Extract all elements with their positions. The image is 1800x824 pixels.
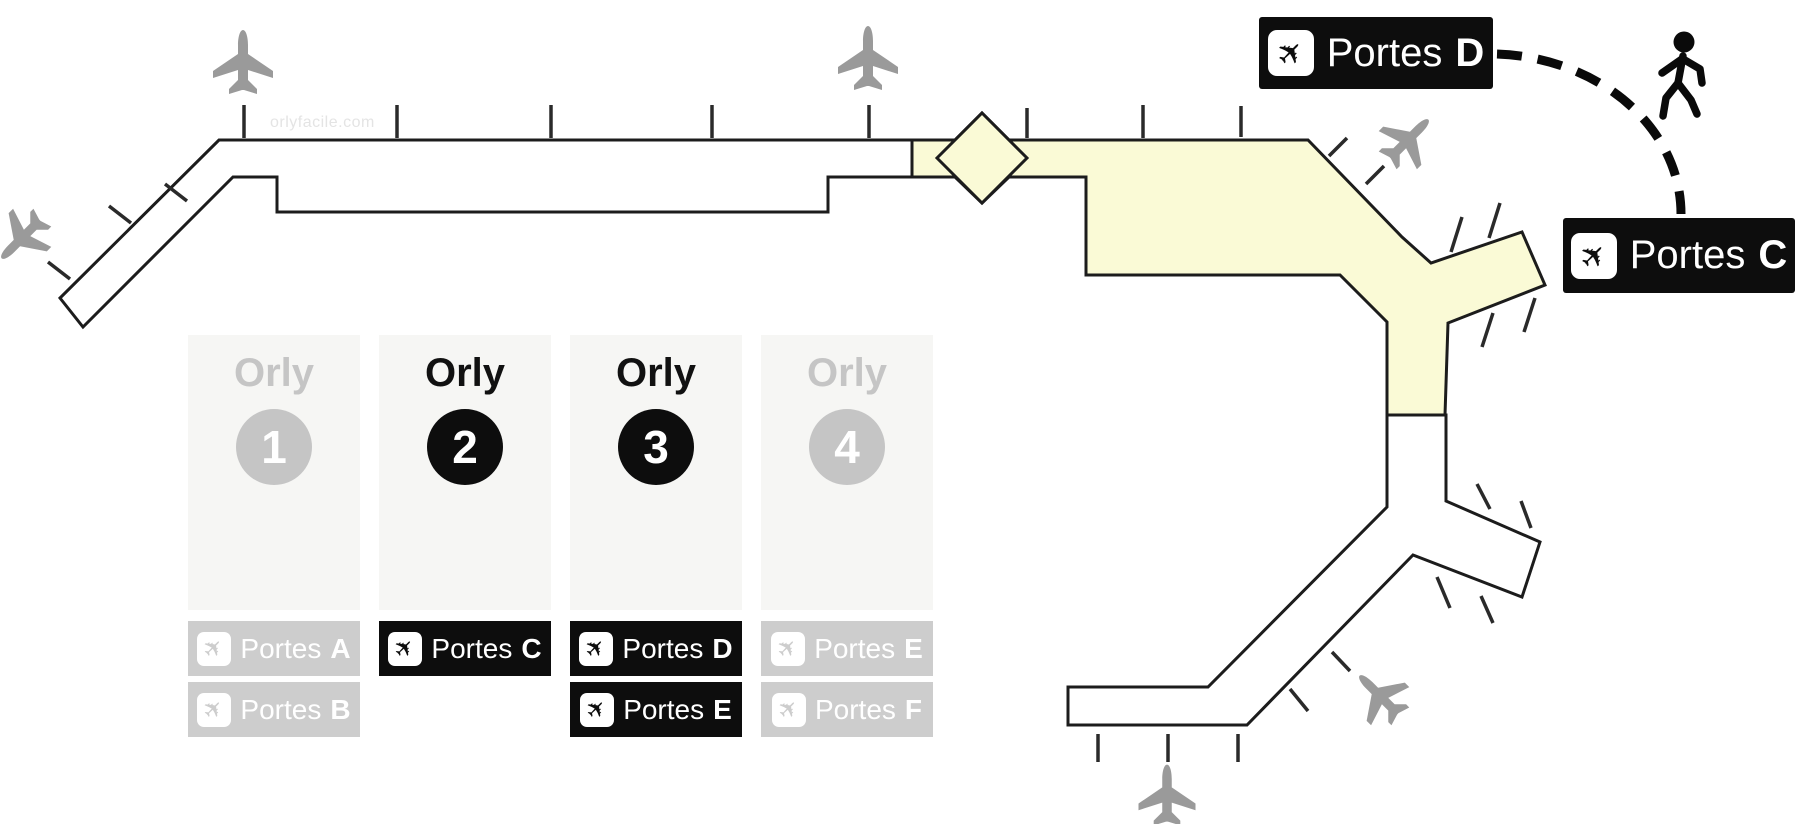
callout-badge-portes-d[interactable]: ✈ Portes D bbox=[1259, 17, 1493, 89]
gate-label: Portes bbox=[814, 693, 896, 725]
gate-label: Portes bbox=[623, 693, 705, 725]
gate-label: Portes bbox=[622, 632, 704, 664]
gate-badge-portes-b[interactable]: ✈ Portes B bbox=[188, 682, 360, 737]
gate-letter: C bbox=[1758, 233, 1788, 277]
gate-badge-portes-c[interactable]: ✈ Portes C bbox=[379, 621, 551, 676]
gate-badge-portes-e-4[interactable]: ✈ Portes E bbox=[761, 621, 933, 676]
gate-letter: E bbox=[713, 693, 732, 725]
departures-plane-icon: ✈ bbox=[771, 631, 806, 666]
airplane-icon bbox=[838, 26, 898, 90]
gate-label: Portes bbox=[1629, 233, 1746, 277]
departures-plane-icon: ✈ bbox=[580, 692, 615, 727]
terminal-name: Orly bbox=[233, 351, 315, 395]
gate-letter: C bbox=[521, 632, 542, 664]
terminal-south-outline bbox=[1066, 413, 1542, 727]
departures-plane-icon: ✈ bbox=[388, 631, 423, 666]
gate-badge-portes-d[interactable]: ✈ Portes D bbox=[570, 621, 742, 676]
gate-badge-portes-a[interactable]: ✈ Portes A bbox=[188, 621, 360, 676]
gate-label: Portes bbox=[240, 632, 322, 664]
gate-letter: F bbox=[904, 693, 923, 725]
gate-letter: D bbox=[712, 632, 733, 664]
callout-badge-portes-c[interactable]: ✈ Portes C bbox=[1563, 218, 1795, 293]
watermark: orlyfacile.com bbox=[270, 114, 375, 131]
gate-label: Portes bbox=[431, 632, 513, 664]
pedestrian-walking-icon bbox=[1658, 31, 1706, 120]
departures-plane-icon: ✈ bbox=[197, 692, 232, 727]
gate-letter: E bbox=[904, 632, 923, 664]
terminal-number-badge: 3 bbox=[618, 409, 694, 485]
walking-route-path bbox=[1496, 49, 1686, 215]
terminal-card-orly-3[interactable]: Orly 3 bbox=[570, 335, 742, 610]
airplane-icon bbox=[213, 30, 273, 94]
terminal-name: Orly bbox=[424, 351, 506, 395]
departures-plane-icon: ✈ bbox=[771, 692, 806, 727]
terminal-card-orly-1[interactable]: Orly 1 bbox=[188, 335, 360, 610]
gate-label: Portes bbox=[1326, 30, 1443, 75]
gate-label: Portes bbox=[240, 693, 322, 725]
terminal-name: Orly bbox=[615, 351, 697, 395]
terminal-card-orly-2[interactable]: Orly 2 bbox=[379, 335, 551, 610]
terminal-number-badge: 4 bbox=[809, 409, 885, 485]
terminal-name: Orly bbox=[806, 351, 888, 395]
departures-plane-icon: ✈ bbox=[579, 631, 614, 666]
departures-plane-icon: ✈ bbox=[1570, 232, 1617, 279]
departures-plane-icon: ✈ bbox=[197, 631, 232, 666]
gate-letter: A bbox=[330, 632, 351, 664]
gate-badge-portes-e[interactable]: ✈ Portes E bbox=[570, 682, 742, 737]
gate-label: Portes bbox=[814, 632, 896, 664]
gate-ticks bbox=[46, 105, 1537, 762]
terminal-number-badge: 2 bbox=[427, 409, 503, 485]
gate-letter: B bbox=[330, 693, 351, 725]
terminal-number-badge: 1 bbox=[236, 409, 312, 485]
terminal-card-orly-4[interactable]: Orly 4 bbox=[761, 335, 933, 610]
junction-diamond bbox=[934, 110, 1030, 206]
gate-letter: D bbox=[1455, 30, 1485, 75]
airplane-icon bbox=[1340, 656, 1420, 736]
departures-plane-icon: ✈ bbox=[1267, 30, 1314, 76]
terminal-west-outline bbox=[57, 138, 914, 330]
airplane-icon bbox=[1138, 764, 1196, 824]
gate-badge-portes-f[interactable]: ✈ Portes F bbox=[761, 682, 933, 737]
